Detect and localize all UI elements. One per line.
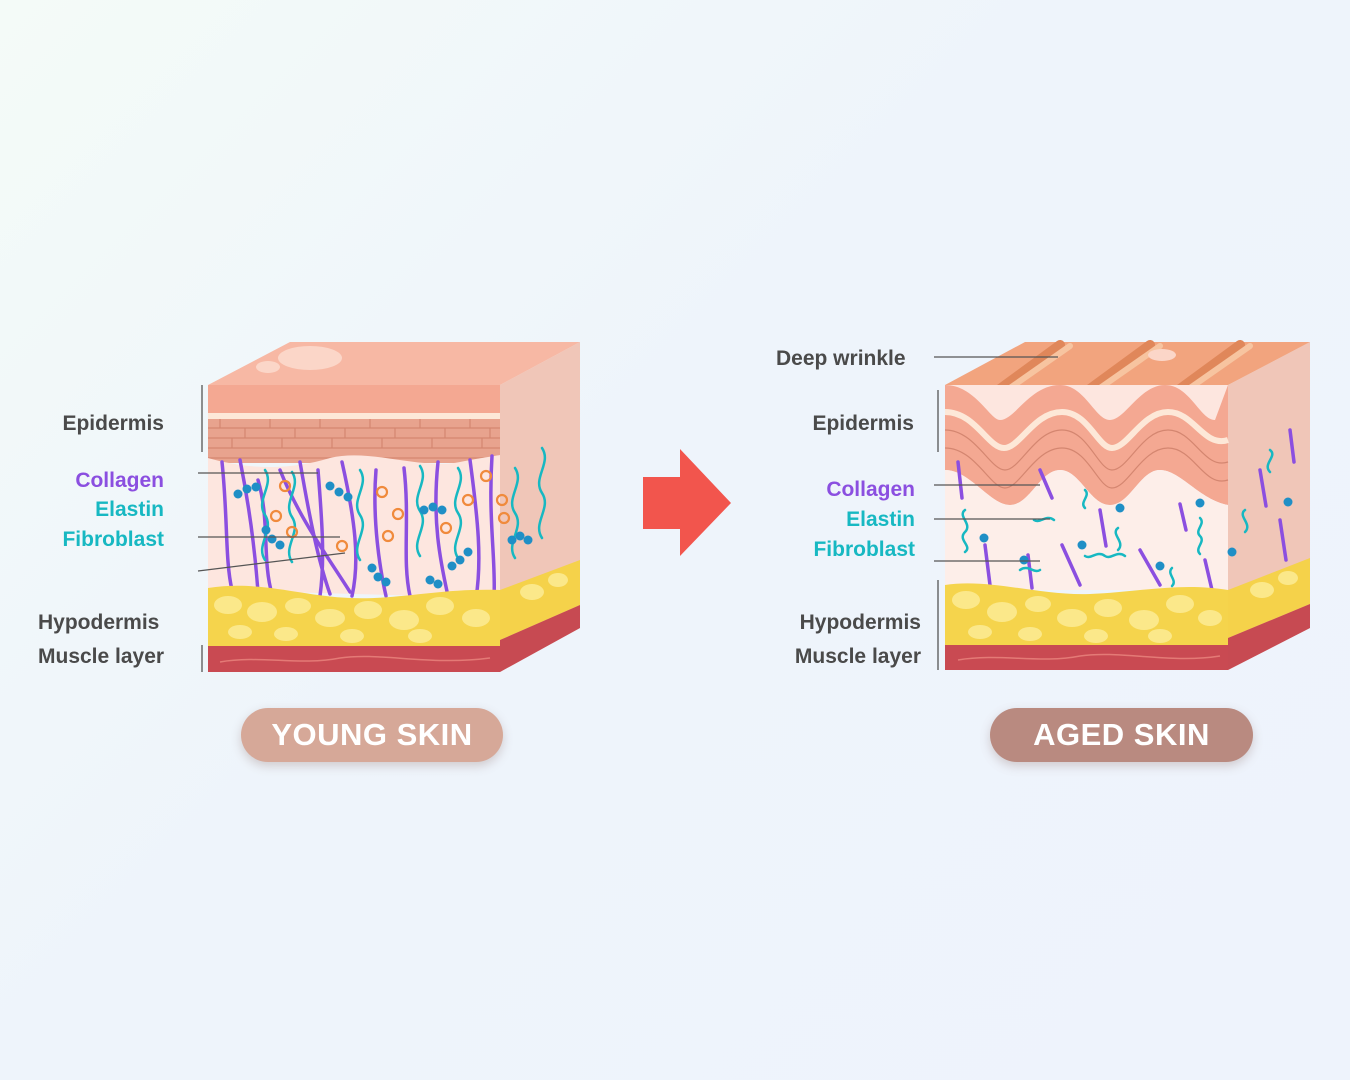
young-label-collagen: Collagen — [75, 469, 164, 492]
young-label-muscle: Muscle layer — [38, 645, 165, 668]
young-label-fibroblast: Fibroblast — [62, 528, 164, 551]
aged-label-hypodermis: Hypodermis — [799, 611, 921, 634]
young-skin-badge: YOUNG SKIN — [241, 708, 503, 762]
aged-label-fibroblast: Fibroblast — [813, 538, 915, 561]
young-label-epidermis: Epidermis — [62, 412, 164, 435]
aged-label-muscle: Muscle layer — [794, 645, 921, 668]
aged-label-collagen: Collagen — [826, 478, 915, 501]
aged-label-epidermis: Epidermis — [812, 412, 914, 435]
aged-skin-badge: AGED SKIN — [990, 708, 1253, 762]
aged-label-elastin: Elastin — [846, 508, 915, 531]
aged-label-deep-wrinkle: Deep wrinkle — [776, 347, 906, 370]
young-label-hypodermis: Hypodermis — [38, 611, 160, 634]
arrow-right-icon — [643, 449, 731, 556]
young-label-elastin: Elastin — [95, 498, 164, 521]
